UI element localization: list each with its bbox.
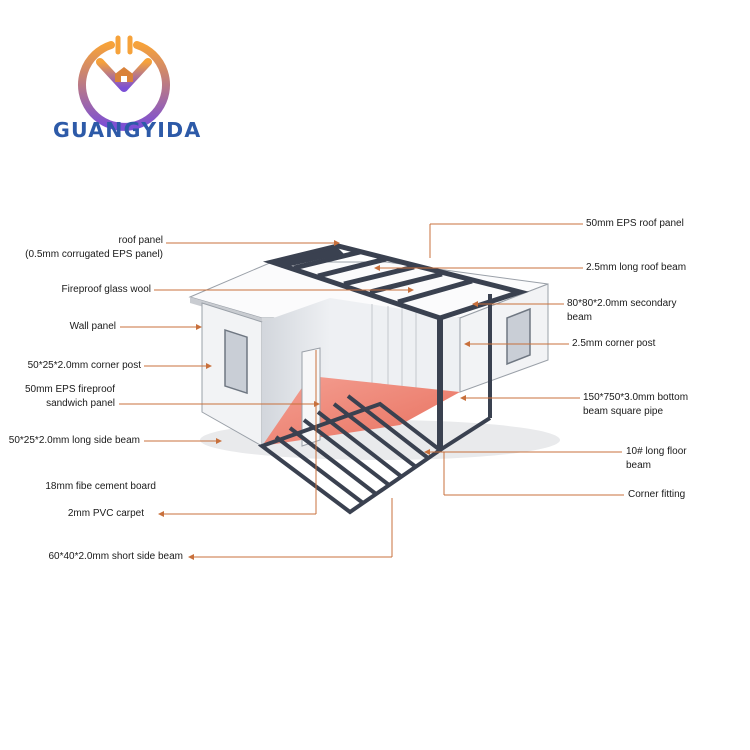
leader-arrowheads <box>158 240 478 560</box>
right-window-icon <box>506 307 531 366</box>
roof-frame-end <box>276 248 344 268</box>
label-fireproof-glass-wool: Fireproof glass wool <box>61 284 151 295</box>
leader-lines <box>119 223 624 558</box>
roof-frame <box>262 243 530 321</box>
label-corner-post-right: 2.5mm corner post <box>572 338 656 349</box>
label-short-side-beam: 60*40*2.0mm short side beam <box>48 551 183 562</box>
label-long-floor-beam: 10# long floor beam <box>626 446 687 471</box>
label-secondary-beam: 80*80*2.0mm secondary beam <box>567 298 677 323</box>
label-wall-panel: Wall panel <box>69 321 116 332</box>
label-long-roof-beam: 2.5mm long roof beam <box>586 262 687 273</box>
label-eps-roof-panel: 50mm EPS roof panel <box>586 218 684 229</box>
label-corner-fitting: Corner fitting <box>628 489 686 500</box>
label-pvc-carpet: 2mm PVC carpet <box>67 508 144 519</box>
label-long-side-beam: 50*25*2.0mm long side beam <box>8 435 140 446</box>
label-eps-sandwich-panel: 50mm EPS fireproof sandwich panel <box>24 384 115 409</box>
brand-name: GUANGYIDA <box>53 118 202 142</box>
interior-back-wall <box>330 298 460 400</box>
label-roof-panel: roof panel (0.5mm corrugated EPS panel) <box>25 235 163 260</box>
left-window-icon <box>224 329 248 395</box>
bottom-beam <box>438 416 492 452</box>
label-corner-post-left: 50*25*2.0mm corner post <box>27 360 141 371</box>
label-fibe-cement-board: 18mm fibe cement board <box>45 481 156 492</box>
brand-logo-icon <box>78 35 170 131</box>
container-house <box>188 243 560 515</box>
label-bottom-beam-square-pipe: 150*750*3.0mm bottom beam square pipe <box>583 392 689 417</box>
